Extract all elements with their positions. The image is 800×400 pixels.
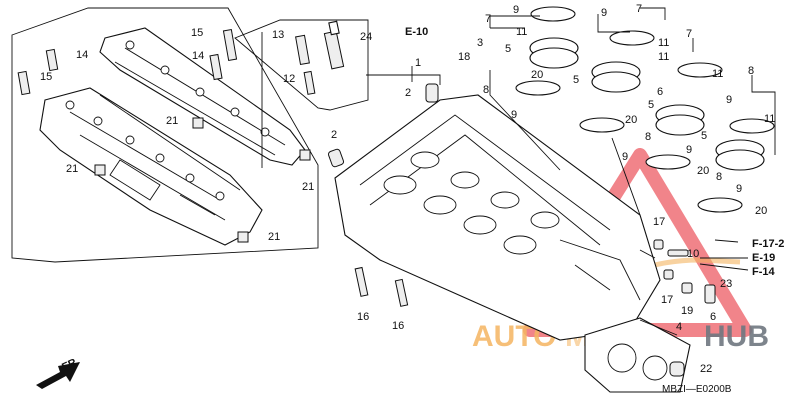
- small-fittings: [653, 239, 716, 304]
- callout-8-d: 8: [716, 171, 722, 183]
- callout-15-top: 15: [191, 27, 203, 39]
- callout-21-a: 21: [166, 115, 178, 127]
- callout-11-d: 11: [712, 68, 723, 80]
- callout-15-left: 15: [40, 71, 52, 83]
- callout-17-upper: 17: [653, 216, 665, 228]
- front-direction-arrow-icon: [36, 362, 80, 389]
- head-gasket: [584, 317, 691, 393]
- clamp-b: [609, 30, 655, 46]
- callout-8-b: 8: [748, 65, 754, 77]
- callout-5-b: 5: [573, 74, 579, 86]
- spark-plug: [323, 20, 345, 70]
- callout-8-c: 8: [645, 131, 651, 143]
- callout-9-g: 9: [736, 183, 742, 195]
- plug-cap-13: [295, 34, 310, 66]
- callout-6-lower: 6: [710, 311, 716, 323]
- callout-9-b: 9: [511, 109, 517, 121]
- watermark-text-right: HUB: [704, 320, 769, 353]
- callout-11-c: 11: [658, 51, 669, 63]
- clamp-g: [645, 154, 691, 170]
- clamp-c: [677, 62, 723, 78]
- callout-10: 10: [687, 248, 699, 260]
- callout-20-b: 20: [625, 114, 637, 126]
- callout-21-c: 21: [302, 181, 314, 193]
- bolt-12: [303, 70, 316, 95]
- insulator-array: [515, 6, 775, 213]
- spark-plug-box: [234, 19, 369, 111]
- grommet-21: [94, 117, 311, 243]
- callout-9-d: 9: [726, 94, 732, 106]
- drawing-code: MBZI—E0200B: [662, 384, 732, 395]
- callout-8-a: 8: [483, 84, 489, 96]
- insulator-2: [591, 61, 641, 93]
- bolt-14-top: [209, 53, 223, 81]
- callout-19: 19: [681, 305, 693, 317]
- front-direction-label: FR.: [60, 355, 81, 373]
- callout-23: 23: [720, 278, 732, 290]
- callout-18: 18: [458, 51, 470, 63]
- bolt-14-left: [45, 48, 59, 72]
- clamp-e: [515, 80, 561, 96]
- callout-5-d: 5: [701, 130, 707, 142]
- bolt-15-top: [222, 28, 238, 62]
- clamp-d: [729, 118, 775, 134]
- callout-9-e: 9: [622, 151, 628, 163]
- callout-20-d: 20: [755, 205, 767, 217]
- callout-14-top: 14: [192, 50, 204, 62]
- callout-20-c: 20: [697, 165, 709, 177]
- bolt-15-left: [17, 70, 31, 96]
- callout-17-lower: 17: [661, 294, 673, 306]
- callout-3: 3: [477, 37, 483, 49]
- callout-7-c: 7: [686, 28, 692, 40]
- callout-2-upper: 2: [405, 87, 411, 99]
- dowel-pin-2-lower: [327, 148, 345, 168]
- callout-11-b: 11: [658, 37, 669, 49]
- camshaft-bores: [383, 151, 560, 255]
- callout-4: 4: [676, 321, 682, 333]
- callout-20-a: 20: [531, 69, 543, 81]
- callout-5-c: 5: [648, 99, 654, 111]
- insulator-3: [655, 104, 705, 136]
- insulator-4: [715, 139, 765, 171]
- dowel-22: [669, 361, 685, 377]
- insulator-1: [529, 37, 579, 69]
- callout-5-a: 5: [505, 43, 511, 55]
- callout-16-left: 16: [357, 311, 369, 323]
- callout-11-a: 11: [516, 26, 527, 38]
- callout-7-a: 7: [485, 13, 491, 25]
- ref-e19: E-19: [752, 252, 775, 264]
- callout-leaders: [261, 7, 776, 336]
- callout-16-right: 16: [392, 320, 404, 332]
- callout-7-b: 7: [636, 3, 642, 15]
- stud-16-right: [394, 278, 409, 307]
- callout-14-left: 14: [76, 49, 88, 61]
- callout-22: 22: [700, 363, 712, 375]
- callout-11-e: 11: [764, 113, 775, 125]
- ref-e10: E-10: [405, 26, 428, 38]
- clamp-a: [530, 6, 576, 22]
- stud-16-left: [354, 266, 369, 297]
- callout-9-c: 9: [601, 7, 607, 19]
- clamp-h: [697, 197, 743, 213]
- callout-21-d: 21: [268, 231, 280, 243]
- ref-f172: F-17-2: [752, 238, 784, 250]
- callout-1: 1: [415, 57, 421, 69]
- clamp-f: [579, 117, 625, 133]
- callout-6: 6: [657, 86, 663, 98]
- callout-12: 12: [283, 73, 295, 85]
- dowel-pin-2-upper: [425, 83, 439, 103]
- callout-24: 24: [360, 31, 372, 43]
- callout-21-b: 21: [66, 163, 78, 175]
- callout-13: 13: [272, 29, 284, 41]
- front-cylinder-head-cover: [99, 27, 306, 166]
- callout-9-f: 9: [686, 144, 692, 156]
- cylinder-head: [334, 94, 661, 341]
- callout-labels: 15 14 14 15 21 21 21 21 13 24 12 1 2 2 E…: [40, 3, 784, 395]
- callout-9-a: 9: [513, 4, 519, 16]
- callout-2-lower: 2: [331, 129, 337, 141]
- cover-group-border: [11, 7, 319, 263]
- ref-f14: F-14: [752, 266, 776, 278]
